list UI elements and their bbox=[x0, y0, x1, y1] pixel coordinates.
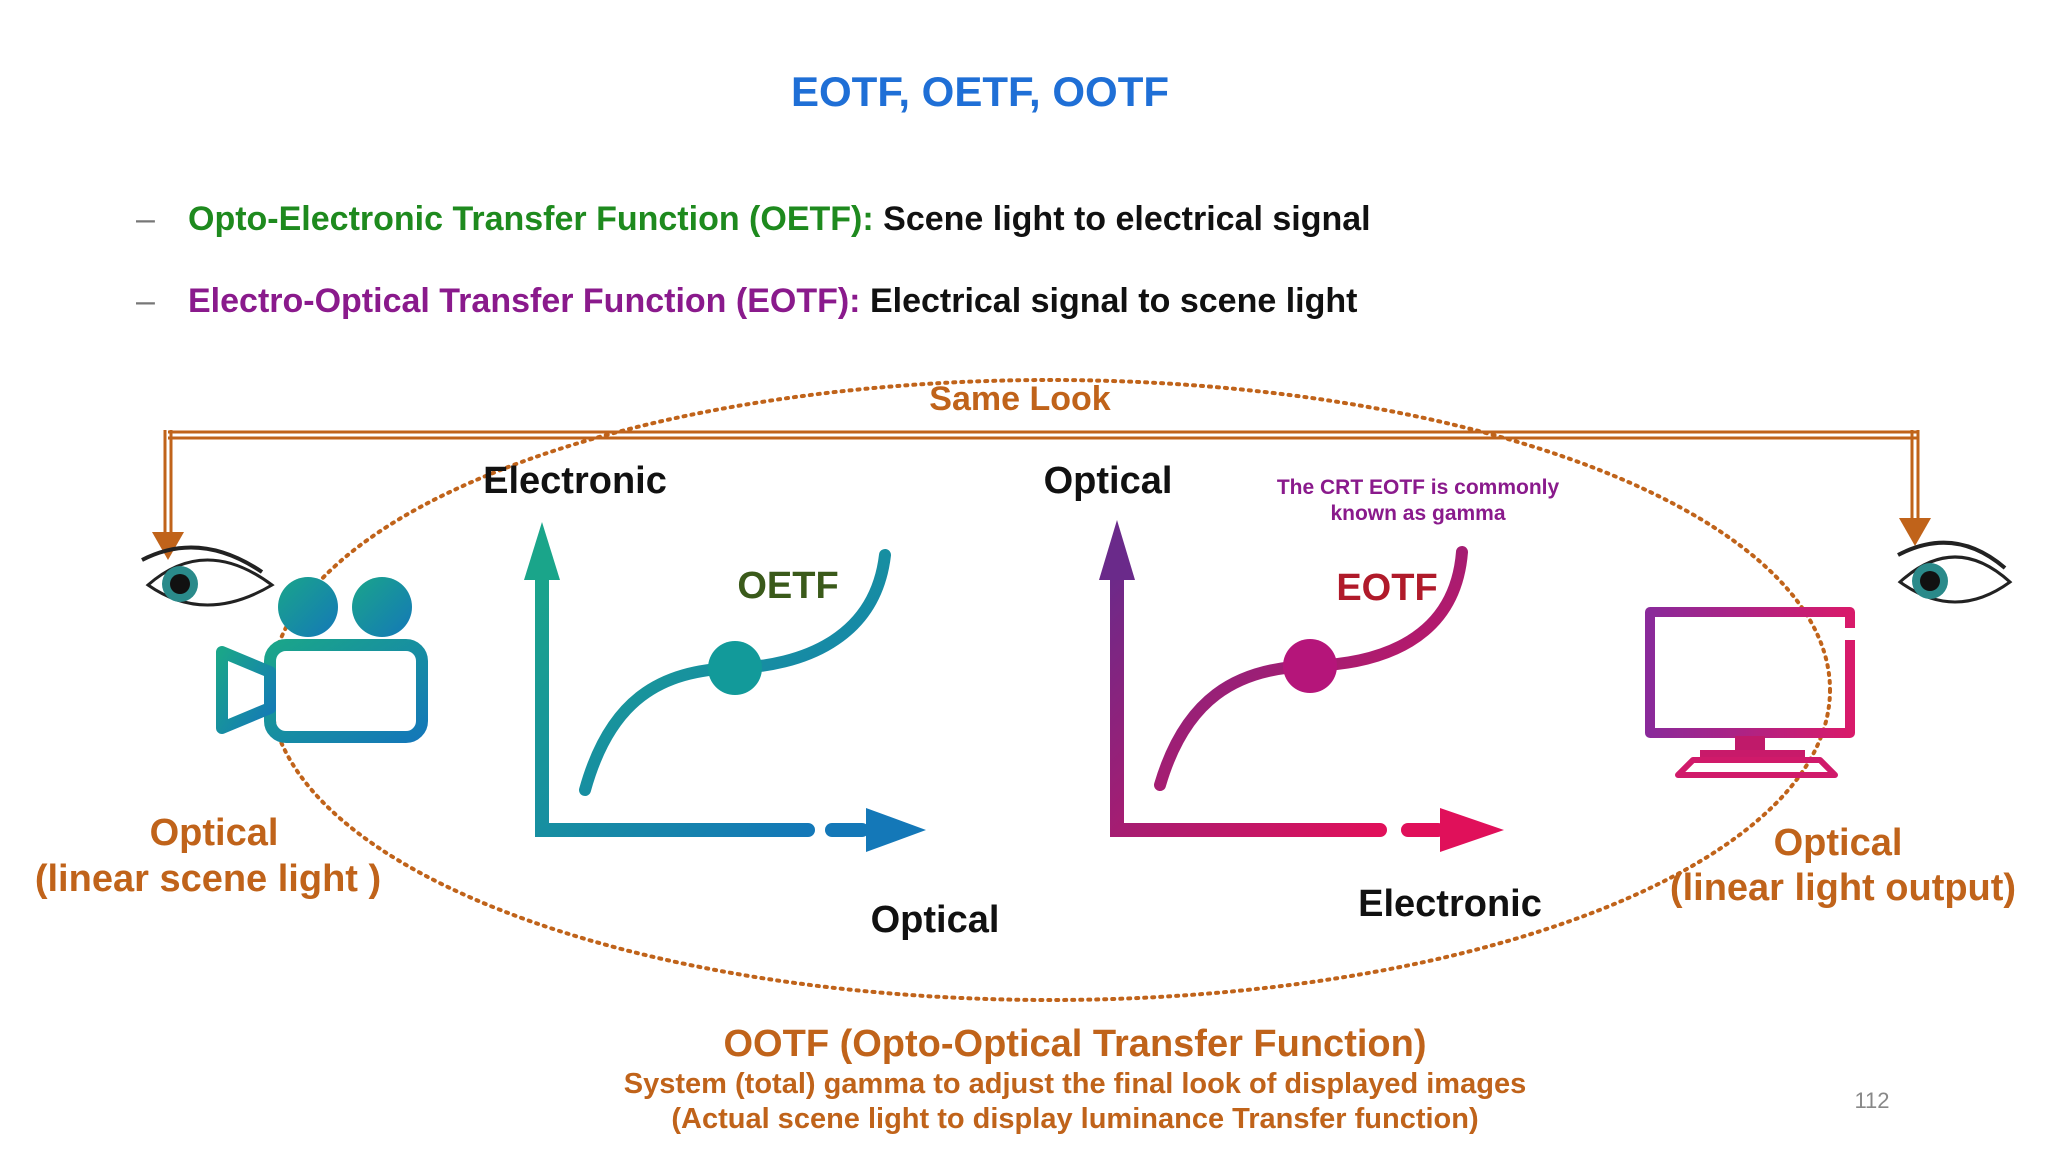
right-optical-sublabel: (linear light output) bbox=[1670, 867, 2016, 909]
eotf-x-axis-label: Electronic bbox=[1358, 883, 1542, 925]
oetf-description: Scene light to electrical signal bbox=[883, 200, 1371, 238]
oetf-term: Opto-Electronic Transfer Function (OETF)… bbox=[188, 200, 874, 238]
crt-note-line1: The CRT EOTF is commonly bbox=[1277, 476, 1560, 499]
bullet-eotf: –Electro-Optical Transfer Function (EOTF… bbox=[136, 282, 1357, 321]
eye-icon-left bbox=[141, 545, 275, 607]
oetf-curve-label: OETF bbox=[737, 565, 838, 607]
ootf-line2: (Actual scene light to display luminance… bbox=[671, 1103, 1478, 1135]
eotf-y-axis-label: Optical bbox=[1044, 460, 1173, 502]
slide-title: EOTF, OETF, OOTF bbox=[791, 68, 1169, 115]
left-optical-sublabel: (linear scene light ) bbox=[35, 858, 381, 900]
oetf-graph bbox=[524, 522, 926, 852]
monitor-icon bbox=[1645, 607, 1855, 778]
arrow-down-left bbox=[152, 532, 184, 560]
bullet-dash: – bbox=[136, 282, 155, 320]
eye-icon-right bbox=[1897, 540, 2013, 604]
eotf-term: Electro-Optical Transfer Function (EOTF)… bbox=[188, 282, 861, 320]
camera-icon bbox=[216, 577, 428, 743]
eotf-graph bbox=[1099, 520, 1504, 852]
oetf-x-axis-label: Optical bbox=[871, 899, 1000, 941]
arrow-down-right bbox=[1899, 518, 1931, 546]
right-optical-label: Optical bbox=[1774, 822, 1903, 864]
oetf-y-axis-label: Electronic bbox=[483, 460, 667, 502]
same-look-label: Same Look bbox=[929, 380, 1110, 418]
eotf-curve-label: EOTF bbox=[1336, 567, 1437, 609]
crt-note-line2: known as gamma bbox=[1330, 502, 1505, 525]
same-look-bracket bbox=[163, 430, 1920, 535]
left-optical-label: Optical bbox=[150, 812, 279, 854]
eotf-description: Electrical signal to scene light bbox=[869, 282, 1358, 320]
bullet-oetf: –Opto-Electronic Transfer Function (OETF… bbox=[136, 200, 1371, 239]
ootf-heading: OOTF (Opto-Optical Transfer Function) bbox=[724, 1023, 1427, 1065]
ootf-line1: System (total) gamma to adjust the final… bbox=[624, 1068, 1526, 1100]
page-number: 112 bbox=[1854, 1088, 1889, 1113]
bullet-dash: – bbox=[136, 200, 155, 238]
